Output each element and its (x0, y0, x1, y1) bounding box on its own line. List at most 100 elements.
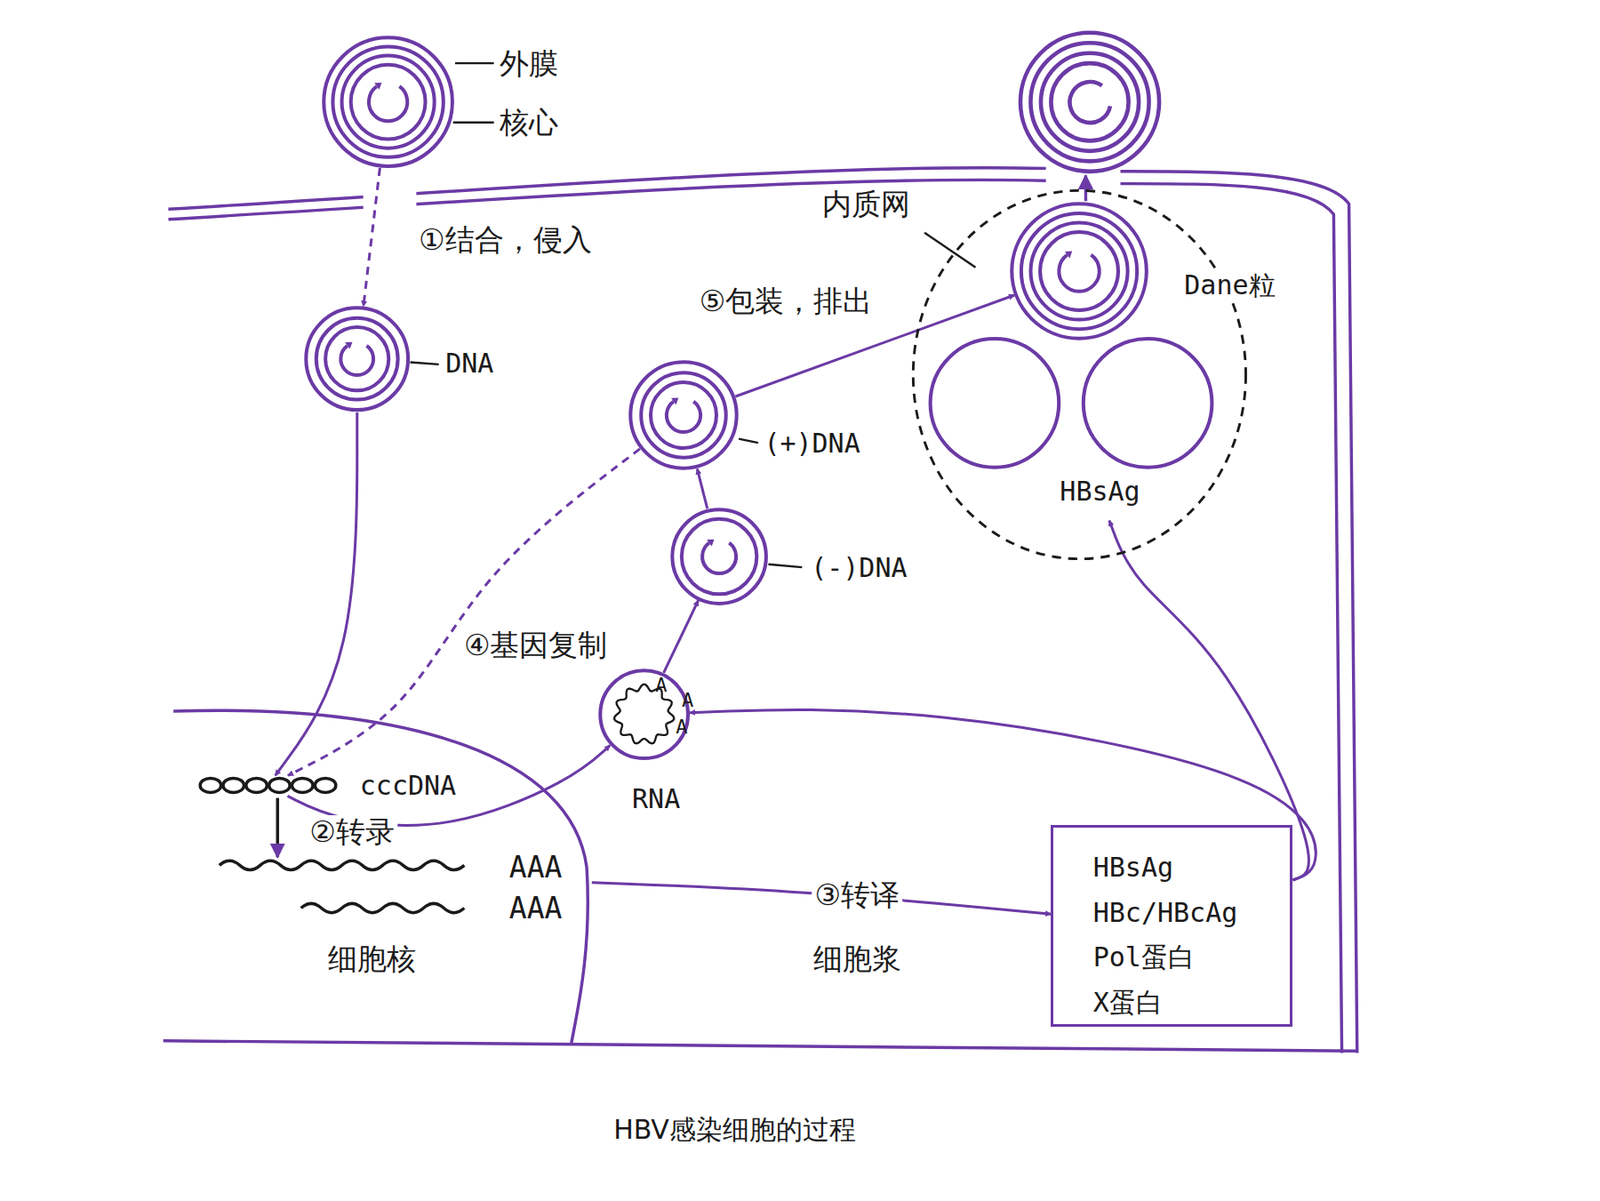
shape-outline (598, 668, 690, 760)
region-label: 细胞浆 (810, 942, 904, 976)
illustration-part (1040, 53, 1139, 152)
shape-stroke (368, 86, 408, 121)
virion-particle: 外膜核心 (321, 35, 455, 168)
shape-stroke (1040, 232, 1120, 311)
step-label: ③转译 (811, 878, 903, 912)
shape-stroke (268, 778, 290, 793)
polya-mark: A (674, 716, 688, 739)
mrna (301, 903, 465, 912)
part-label: Dane粒 (1181, 270, 1278, 302)
leader-line (924, 232, 976, 268)
part-label: (+)DNA (760, 428, 863, 460)
minus-strand-dna: (-)DNA (670, 507, 768, 606)
shape-stroke (314, 778, 336, 793)
leader-line (738, 439, 759, 444)
shape-stroke (912, 191, 1246, 560)
shape-stroke (1031, 223, 1128, 320)
illustration-part (1084, 175, 1088, 201)
polya-mark: A (654, 674, 668, 697)
shape-outline (1009, 201, 1149, 341)
shape-stroke (681, 518, 757, 593)
shape-stroke (1021, 213, 1137, 329)
hbsag-particles: HBsAg (926, 331, 1223, 520)
shape-stroke (350, 64, 425, 140)
shape-stroke (291, 778, 313, 793)
illustration-part (1069, 81, 1111, 123)
illustration-part (1050, 63, 1128, 141)
dane-particle: Dane粒 (1009, 201, 1149, 341)
shape-stroke (200, 778, 222, 793)
leader-line (453, 121, 495, 124)
polya-mark: A (680, 688, 695, 712)
flow-arrow (287, 744, 610, 825)
illustration-part (1020, 32, 1160, 172)
shape-stroke (341, 56, 434, 149)
shape-outline (321, 35, 455, 168)
step-label: ②转录 (306, 815, 398, 849)
part-label: 细胞核 (325, 942, 419, 976)
shape-stroke (223, 778, 245, 793)
shape-stroke (650, 382, 717, 448)
shape-stroke (374, 82, 382, 90)
illustration-part (1030, 42, 1149, 161)
part-label: 外膜 (496, 47, 561, 81)
flow-arrow (275, 412, 358, 776)
cccdna-minichromosome: cccDNA (199, 775, 337, 796)
leader-line (409, 361, 439, 364)
part-label: cccDNA (357, 770, 459, 802)
protein-name: HBc/HBcAg (1090, 897, 1241, 929)
protein-list-box: HBsAgHBc/HBcAgPol蛋白X蛋白 (1050, 824, 1293, 1027)
flow-arrow (288, 448, 640, 776)
endoplasmic-reticulum: 内质网Dane粒HBsAg (911, 188, 1248, 561)
shape-stroke (1083, 338, 1213, 468)
leader-line (768, 564, 802, 568)
step-label: ⑤包装，排出 (696, 284, 876, 319)
shape-stroke (332, 47, 443, 158)
shape-stroke (640, 372, 727, 458)
membrane-gap (363, 184, 417, 230)
shape-outline (199, 775, 337, 796)
part-label: 内质网 (819, 187, 913, 222)
part-label: 核心 (496, 105, 561, 140)
viral-dna: DNA (304, 305, 410, 412)
shape-stroke (1012, 204, 1148, 340)
shape-stroke (672, 509, 767, 604)
membrane-inner (168, 179, 1046, 219)
nuclear-envelope (173, 710, 588, 1043)
polya-tail: AAA (506, 850, 566, 885)
membrane-outer (168, 168, 1046, 210)
transcription-tick (276, 798, 280, 858)
figure-caption: HBV感染细胞的过程 (610, 1114, 859, 1146)
shape-stroke (246, 778, 268, 793)
flow-arrow (363, 168, 381, 307)
part-label: DNA (442, 347, 496, 379)
step-label: ①结合，侵入 (416, 223, 595, 257)
part-label: HBsAg (1056, 476, 1143, 508)
shape-stroke (1059, 255, 1100, 292)
polya-tail: AAA (506, 891, 566, 926)
part-label: (-)DNA (808, 552, 910, 584)
shape-stroke (930, 338, 1060, 468)
leader-lines (409, 63, 976, 568)
shape-stroke (600, 670, 688, 759)
shape-stroke (702, 542, 736, 573)
flow-arrow (696, 468, 707, 509)
mrna-strands (219, 798, 465, 913)
shape-stroke (340, 345, 374, 376)
shape-stroke (305, 308, 408, 411)
shape-stroke (666, 401, 701, 433)
shape-stroke (323, 37, 453, 167)
plus-strand-dna: (+)DNA (628, 360, 739, 471)
shape-stroke (325, 327, 389, 391)
shape-stroke (671, 398, 679, 406)
protein-name: X蛋白 (1090, 987, 1166, 1019)
flow-arrow (664, 600, 699, 673)
leader-line (455, 62, 495, 64)
shape-outline (670, 507, 768, 606)
cell-bottom (163, 1040, 1358, 1051)
cell-membrane (163, 168, 1358, 1054)
part-label: RNA (629, 784, 683, 816)
